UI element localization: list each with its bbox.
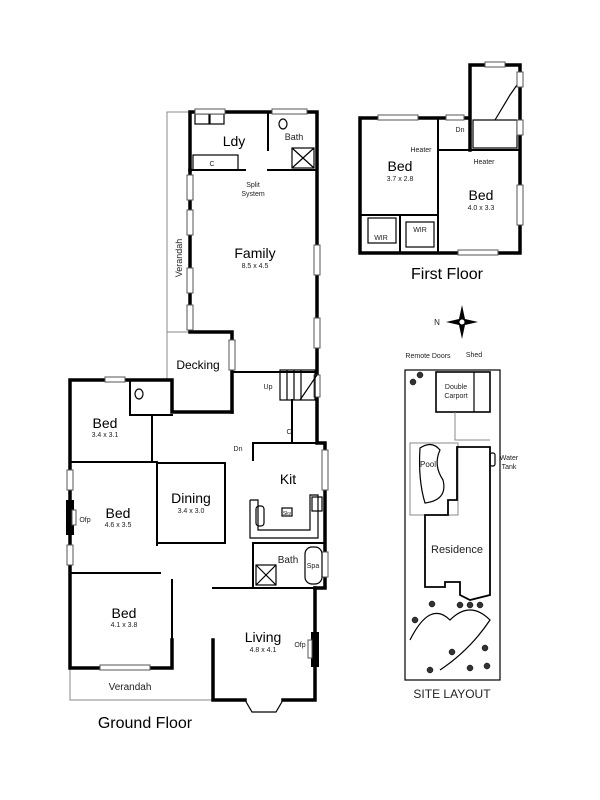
first-floor-down-label: Dn bbox=[456, 127, 465, 134]
family-label: Family bbox=[234, 245, 275, 261]
decking-label: Decking bbox=[176, 358, 219, 372]
first-floor-plan bbox=[358, 61, 524, 256]
ff-bed2-dims: 4.0 x 3.3 bbox=[468, 205, 495, 212]
compass-icon bbox=[446, 305, 478, 339]
ff-bed1-label: Bed bbox=[388, 158, 413, 174]
skylight-label: Sky bbox=[283, 511, 292, 517]
bed1-label: Bed bbox=[93, 415, 118, 431]
laundry-label: Ldy bbox=[223, 133, 246, 149]
rear-bath-label: Bath bbox=[285, 132, 304, 142]
dining-label: Dining bbox=[171, 490, 211, 506]
main-bath-label: Bath bbox=[278, 555, 299, 566]
heater-label-2: Heater bbox=[473, 159, 495, 166]
hall-cupboard-label: C bbox=[286, 429, 291, 436]
pool-label: Pool bbox=[420, 460, 436, 469]
ff-bed1-dims: 3.7 x 2.8 bbox=[387, 176, 414, 183]
steps-down-label: Dn bbox=[234, 446, 243, 453]
remote-doors-label: Remote Doors bbox=[405, 353, 451, 360]
ff-bed2-label: Bed bbox=[469, 187, 494, 203]
residence-label: Residence bbox=[431, 544, 483, 556]
first-floor-title: First Floor bbox=[411, 266, 484, 283]
carport-label-2: Carport bbox=[444, 393, 467, 400]
bed2-dims: 4.6 x 3.5 bbox=[105, 522, 132, 529]
kitchen-label: Kit bbox=[280, 471, 296, 487]
site-layout-plan bbox=[404, 369, 501, 681]
split-system-label-2: System bbox=[241, 191, 265, 198]
bed1-dims: 3.4 x 3.1 bbox=[92, 432, 119, 439]
bed2-fireplace-label: Ofp bbox=[79, 517, 90, 524]
shed-label: Shed bbox=[466, 352, 482, 359]
side-verandah-label: Verandah bbox=[174, 239, 184, 278]
water-tank-label-1: Water bbox=[500, 455, 519, 462]
ground-floor-title: Ground Floor bbox=[98, 715, 193, 732]
laundry-cupboard-label: C bbox=[209, 161, 214, 168]
bed3-label: Bed bbox=[112, 605, 137, 621]
wir-label-2: WIR bbox=[413, 227, 427, 234]
family-dims: 8.5 x 4.5 bbox=[242, 263, 269, 270]
dining-dims: 3.4 x 3.0 bbox=[178, 508, 205, 515]
stairs-up-label: Up bbox=[264, 384, 273, 391]
bed2-label: Bed bbox=[106, 505, 131, 521]
carport-label-1: Double bbox=[445, 384, 467, 391]
front-verandah-label: Verandah bbox=[109, 682, 152, 693]
bed3-dims: 4.1 x 3.8 bbox=[111, 622, 138, 629]
water-tank-label-2: Tank bbox=[502, 464, 517, 471]
living-label: Living bbox=[245, 629, 282, 645]
spa-label: Spa bbox=[307, 563, 320, 570]
site-layout-title: SITE LAYOUT bbox=[413, 687, 491, 701]
living-fireplace-label: Ofp bbox=[294, 642, 305, 649]
heater-label-1: Heater bbox=[410, 147, 432, 154]
compass-north-label: N bbox=[434, 318, 440, 327]
living-dims: 4.8 x 4.1 bbox=[250, 647, 277, 654]
split-system-label-1: Split bbox=[246, 182, 260, 189]
wir-label-1: WIR bbox=[374, 235, 388, 242]
ground-floor-plan bbox=[66, 108, 329, 713]
